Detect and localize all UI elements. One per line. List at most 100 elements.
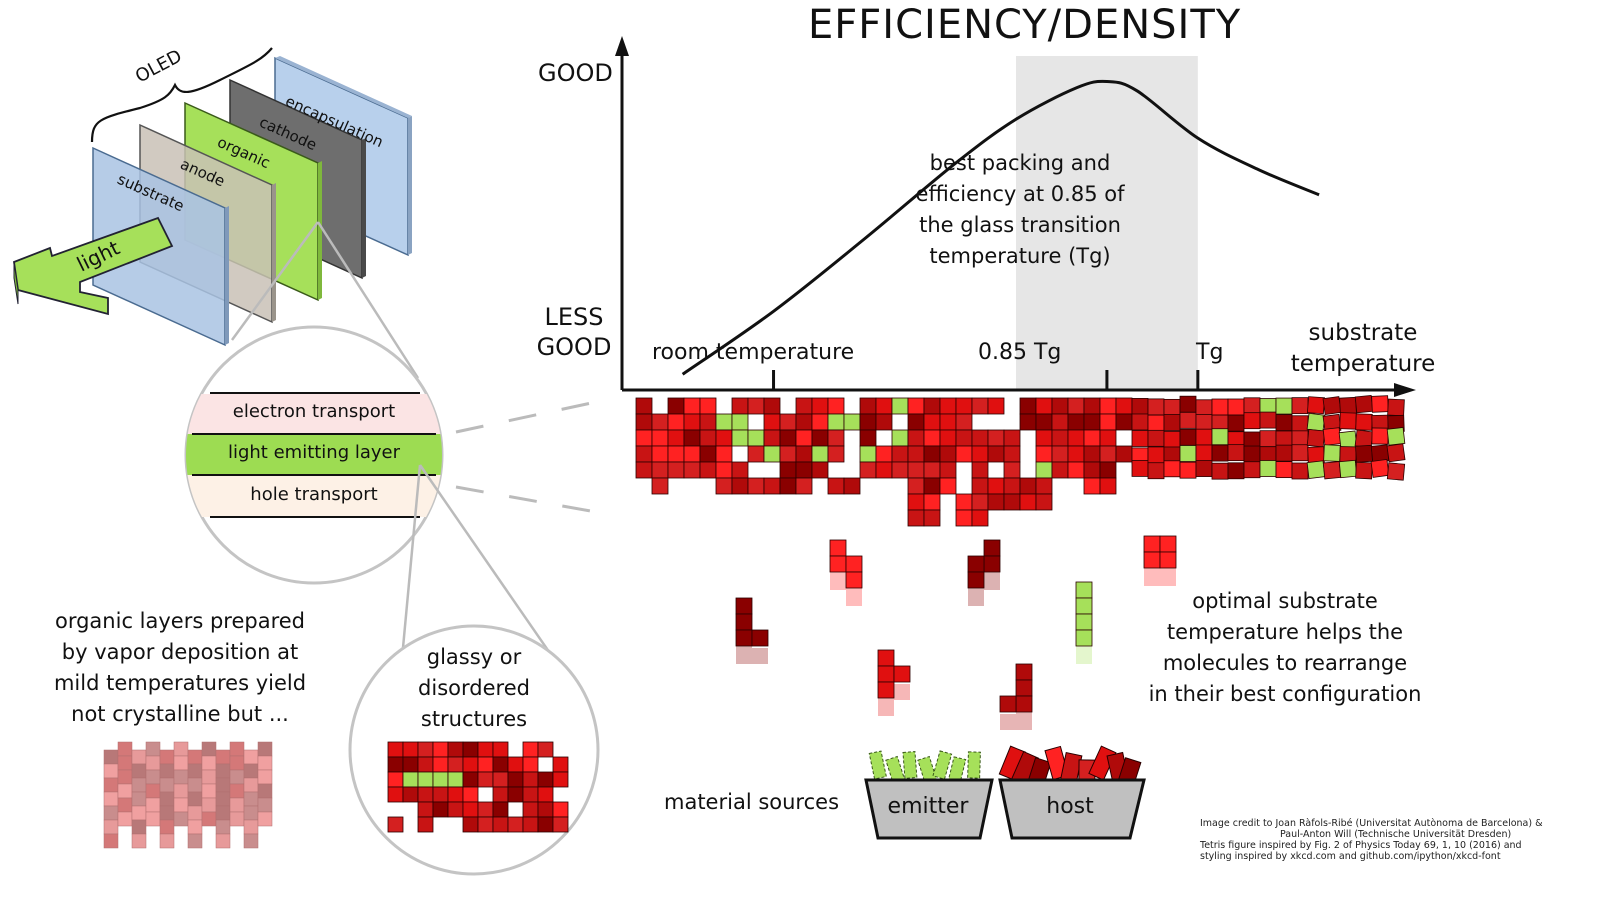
host-molecule-block	[1179, 395, 1197, 413]
host-molecule-block	[447, 756, 464, 773]
light-arrow-icon	[13, 216, 174, 316]
host-molecule-block	[552, 801, 569, 818]
host-molecule-block	[537, 741, 554, 758]
page-title: EFFICIENCY/DENSITY	[808, 2, 1242, 48]
emitter-molecule-block	[827, 413, 845, 431]
host-molecule-block	[907, 509, 925, 527]
host-molecule-block	[1195, 444, 1213, 462]
emitter-molecule-block	[843, 413, 861, 431]
host-molecule-block	[907, 477, 925, 495]
host-molecule-block	[971, 397, 989, 415]
crystalline-note: organic layers prepared by vapor deposit…	[20, 606, 340, 730]
host-molecule-block	[827, 429, 845, 447]
crystal-block	[201, 755, 217, 771]
host-molecule-block	[1387, 398, 1405, 417]
host-molecule-block	[971, 445, 989, 463]
emitter-molecule-block	[432, 771, 449, 788]
host-bucket	[998, 778, 1146, 840]
host-molecule-block	[683, 429, 701, 447]
note-line: organic layers prepared	[54, 609, 306, 633]
crystal-block	[243, 833, 259, 849]
crystal-block	[243, 777, 259, 793]
host-molecule-block	[1243, 445, 1261, 463]
host-molecule-block	[875, 445, 893, 463]
host-molecule-block	[1115, 413, 1133, 431]
host-molecule-block	[432, 756, 449, 773]
crystal-block	[257, 741, 273, 757]
crystal-block	[103, 763, 119, 779]
note-line: structures	[420, 707, 528, 731]
host-molecule-block	[537, 771, 554, 788]
crystal-block	[145, 783, 161, 799]
host-molecule-block	[699, 461, 717, 479]
efficiency-chart	[615, 36, 1416, 397]
emitter-molecules	[868, 750, 981, 786]
host-label: host	[1046, 794, 1094, 819]
crystal-block	[131, 791, 147, 807]
magnifier-line	[316, 221, 420, 379]
crystal-block	[103, 749, 119, 765]
host-molecule-block	[939, 477, 957, 495]
host-molecule-block	[1147, 462, 1165, 480]
host-molecule-block	[923, 509, 941, 527]
host-molecule-block	[635, 397, 653, 415]
crystal-block	[117, 741, 133, 757]
host-molecule-block	[667, 445, 685, 463]
host-molecule-block	[1354, 394, 1374, 414]
host-molecule-block	[1003, 461, 1021, 479]
crystal-block	[243, 749, 259, 765]
emitter-molecule	[932, 750, 953, 780]
material-sources-label: material sources	[664, 790, 840, 814]
host-molecule-block	[1019, 477, 1037, 495]
host-molecule-block	[1195, 399, 1213, 417]
host-molecule-block	[522, 741, 539, 758]
host-molecule-block	[827, 477, 845, 495]
host-molecule-block	[843, 477, 861, 495]
host-molecule-block	[537, 801, 554, 818]
host-molecule-block	[507, 756, 524, 773]
crystal-block	[145, 811, 161, 827]
host-molecule-block	[477, 816, 494, 833]
host-molecule-block	[1179, 411, 1197, 429]
host-molecule-block	[477, 771, 494, 788]
host-molecule-block	[939, 413, 957, 431]
credit-line: Tetris figure inspired by Fig. 2 of Phys…	[1200, 840, 1522, 851]
deposition-note: optimal substrate temperature helps the …	[1120, 586, 1450, 710]
emitter-molecule-block	[1179, 445, 1197, 462]
image-credit: Image credit to Joan Ràfols-Ribé (Univer…	[1200, 818, 1600, 862]
host-molecule-block	[1355, 413, 1373, 431]
crystal-block	[229, 797, 245, 813]
crystal-block	[215, 777, 231, 793]
crystal-block	[131, 763, 147, 779]
crystal-block	[173, 741, 189, 757]
deposited-film	[635, 394, 1406, 527]
host-molecule-block	[971, 461, 989, 479]
host-molecule-block	[522, 786, 539, 803]
host-molecule-block	[522, 801, 539, 818]
host-molecule-block	[1099, 461, 1117, 479]
crystal-block	[131, 777, 147, 793]
host-molecule-block	[891, 445, 909, 463]
emitter-molecule-block	[891, 397, 909, 415]
host-molecule-block	[763, 429, 781, 447]
host-molecule-block	[1307, 396, 1325, 415]
crystal-block	[243, 819, 259, 835]
host-molecule-block	[447, 741, 464, 758]
host-molecule-block	[1291, 462, 1309, 480]
host-molecule-block	[667, 429, 685, 447]
host-molecule-block	[955, 413, 973, 431]
host-molecule-block	[1179, 428, 1197, 446]
credit-line: Paul-Anton Will (Technische Universität …	[1280, 829, 1512, 840]
x-axis-label: substrate temperature	[1290, 320, 1436, 377]
host-molecule-block	[683, 461, 701, 479]
host-molecule-block	[987, 429, 1005, 447]
y-tick-label-less-good: LESS GOOD	[536, 303, 612, 361]
host-molecule-block	[683, 413, 701, 431]
crystal-block	[229, 769, 245, 785]
host-molecule-block	[955, 397, 973, 415]
host-molecule-block	[923, 397, 941, 415]
falling-molecule	[829, 539, 863, 606]
host-molecule-block	[1371, 427, 1389, 445]
host-molecule-block	[1322, 396, 1342, 416]
host-molecule-block	[1099, 429, 1117, 447]
